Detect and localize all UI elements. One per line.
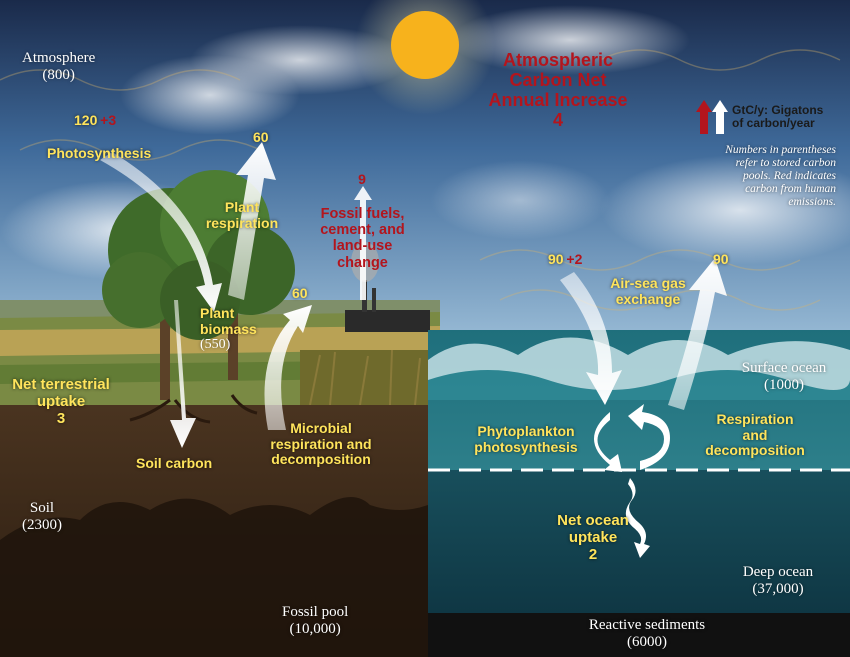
legend-arrows	[696, 100, 728, 134]
soil-carbon-label: Soil carbon	[136, 455, 213, 471]
microbial-flux: 60	[292, 285, 308, 301]
surface-ocean-label: Surface ocean (1000)	[741, 360, 827, 393]
phytoplankton-label: Phytoplankton photosynthesis	[474, 423, 578, 455]
plant-respiration-flux: 60	[253, 129, 269, 145]
fossil-fuel-arrow	[354, 186, 372, 300]
field-band	[0, 326, 440, 356]
photosynthesis-arrow	[100, 152, 222, 312]
deep-ocean	[428, 470, 850, 613]
atmosphere-label: Atmosphere (800)	[22, 50, 96, 83]
clouds	[0, 5, 850, 280]
soil-pool-label: Soil (2300)	[22, 500, 62, 533]
soil-carbon-arrow	[170, 300, 196, 448]
air-sea-down-arrow	[560, 272, 622, 405]
sun	[391, 11, 459, 79]
fossil-fuel-flux: 9	[358, 171, 366, 187]
waves	[428, 337, 850, 400]
fossil-pool-label: Fossil pool (10,000)	[282, 604, 349, 637]
sediment-bar	[428, 613, 850, 657]
tree	[102, 170, 295, 400]
fossil-layer	[0, 497, 428, 657]
photosynthesis-flux: 120 +3	[74, 112, 117, 128]
roots	[129, 394, 258, 424]
photosynthesis-label: Photosynthesis	[47, 145, 152, 161]
deep-ocean-label: Deep ocean (37,000)	[742, 564, 814, 597]
plant-respiration-label: Plant respiration	[205, 199, 279, 231]
net-ocean-uptake-arrow	[625, 478, 650, 558]
plant-respiration-arrow	[228, 142, 276, 300]
net-terrestrial-label: Net terrestrial uptake 3	[12, 376, 110, 427]
ocean-respiration-label: Respiration and decomposition	[705, 411, 805, 459]
legend-title: GtC/y: Gigatons of carbon/year	[732, 103, 824, 131]
net-increase-label: Atmospheric Carbon Net Annual Increase 4	[488, 50, 628, 131]
sediments-label: Reactive sediments (6000)	[588, 617, 706, 650]
heat-waves	[0, 49, 841, 311]
air-sea-up-arrow	[668, 258, 727, 410]
air-sea-down-flux: 90 +2	[548, 251, 583, 267]
legend-note: Numbers in parentheses refer to stored c…	[725, 144, 836, 208]
phytoplankton-loop-arrow	[594, 412, 622, 472]
ocean-respiration-loop-arrow	[628, 404, 670, 470]
air-sea-up-flux: 90	[713, 251, 729, 267]
plant-biomass-label: Plant biomass (550)	[200, 305, 257, 353]
microbial-label: Microbial respiration and decomposition	[270, 420, 372, 468]
grasses	[300, 349, 440, 406]
fossil-fuel-label: Fossil fuels, cement, and land-use chang…	[320, 206, 405, 271]
net-ocean-label: Net ocean uptake 2	[557, 512, 629, 563]
air-sea-label: Air-sea gas exchange	[610, 275, 686, 307]
microbial-arrow	[264, 305, 312, 430]
